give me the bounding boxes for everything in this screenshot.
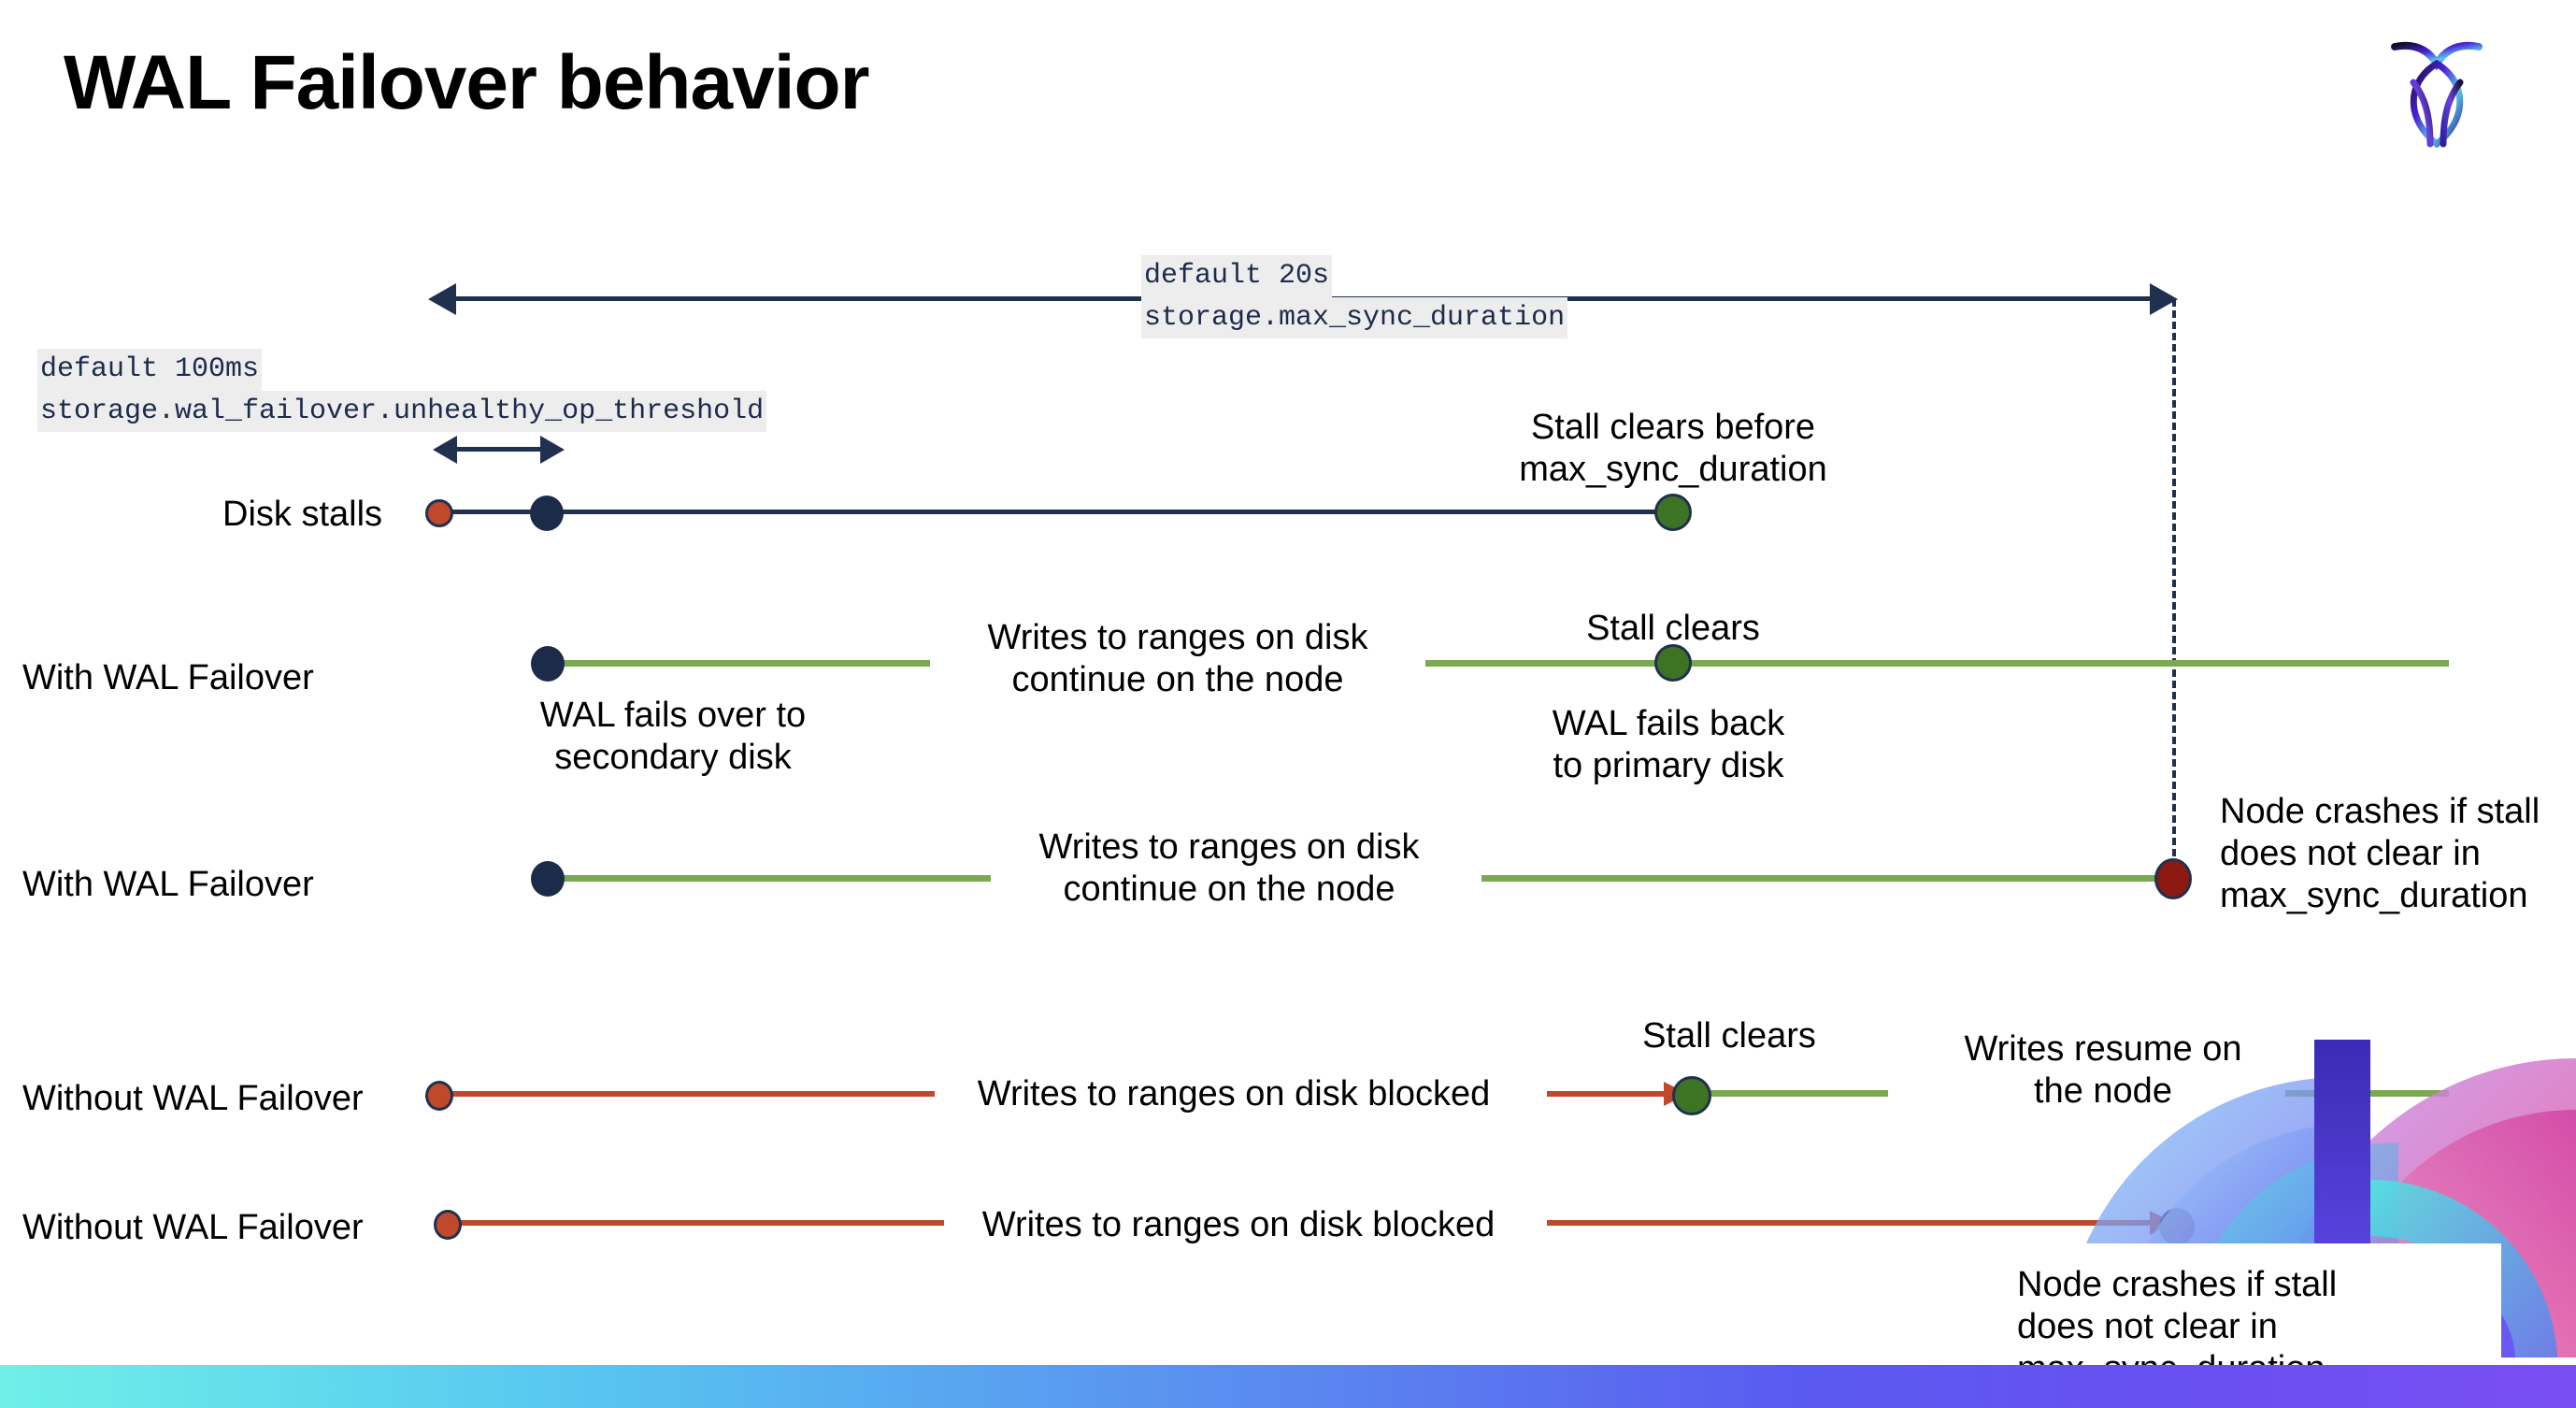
note-stall-clears-1: Stall clears — [1586, 609, 1760, 648]
note-wal-fails-back: WAL fails back to primary disk — [1552, 704, 1785, 785]
disk-stalls-failover-dot — [530, 496, 564, 531]
wowf1-arrow-line — [1547, 1091, 1678, 1097]
note-writes-resume: Writes resume on the node — [1964, 1029, 2242, 1111]
note-writes-continue-2: Writes to ranges on disk continue on the… — [1038, 827, 1420, 909]
note-stall-clears-before: Stall clears before max_sync_duration — [1519, 408, 1827, 489]
unhealthy-op-threshold-label: default 100ms storage.wal_failover.unhea… — [37, 349, 767, 433]
wwf1-line-segment-b — [1425, 660, 2449, 667]
note-writes-blocked-2: Writes to ranges on disk blocked — [981, 1205, 1496, 1244]
wwf2-line-segment-b — [1481, 875, 2178, 882]
wwf2-line-segment-a — [547, 875, 991, 882]
wwf2-failover-dot — [531, 861, 565, 897]
note-wal-fails-over: WAL fails over to secondary disk — [539, 696, 807, 777]
note-stall-clears-2: Stall clears — [1642, 1016, 1816, 1056]
max-sync-duration-label: default 20s storage.max_sync_duration — [1141, 255, 1568, 339]
row-label-disk-stalls: Disk stalls — [222, 495, 383, 534]
wowf2-arrow-line — [1547, 1220, 2178, 1226]
threshold-left-arrowhead — [433, 436, 457, 464]
row-label-without-wal-failover-1: Without WAL Failover — [22, 1079, 364, 1118]
note-node-crashes-1: Node crashes if stall does not clear in … — [2220, 792, 2540, 915]
threshold-span-line — [455, 447, 541, 452]
wowf1-line-segment-c — [2285, 1090, 2449, 1097]
wwf2-crash-dot — [2154, 858, 2192, 899]
wowf1-line-segment-a — [439, 1091, 935, 1097]
unhealthy-default-text: default 100ms — [37, 349, 263, 391]
wowf2-line-segment-a — [449, 1220, 944, 1226]
threshold-right-arrowhead — [540, 436, 565, 464]
disk-stalls-start-dot — [425, 499, 453, 527]
wwf1-stall-clear-dot — [1654, 644, 1692, 682]
disk-stalls-clear-dot — [1654, 494, 1692, 531]
bottom-gradient-bar — [0, 1365, 2576, 1408]
wowf2-start-dot — [434, 1210, 462, 1240]
cockroachdb-logo-icon — [2385, 28, 2488, 159]
note-writes-blocked-1: Writes to ranges on disk blocked — [977, 1074, 1491, 1113]
max-sync-duration-guide-line — [2172, 299, 2176, 879]
unhealthy-setting-text: storage.wal_failover.unhealthy_op_thresh… — [37, 390, 767, 433]
wowf1-start-dot — [425, 1081, 453, 1111]
page-title: WAL Failover behavior — [64, 40, 870, 125]
row-label-with-wal-failover-2: With WAL Failover — [22, 865, 314, 904]
row-label-with-wal-failover-1: With WAL Failover — [22, 658, 314, 697]
max-sync-left-arrowhead — [428, 283, 456, 315]
row-label-without-wal-failover-2: Without WAL Failover — [22, 1208, 364, 1247]
wowf1-line-segment-b — [1701, 1090, 1888, 1097]
note-writes-continue-1: Writes to ranges on disk continue on the… — [987, 618, 1368, 699]
wowf1-stall-clear-dot — [1672, 1076, 1711, 1115]
max-sync-default-text: default 20s — [1141, 255, 1333, 297]
wwf1-line-segment-a — [547, 660, 930, 667]
max-sync-setting-text: storage.max_sync_duration — [1141, 296, 1568, 339]
wwf1-failover-dot — [531, 646, 565, 682]
wowf2-crash-dot — [2159, 1208, 2195, 1245]
disk-stalls-line — [439, 510, 1673, 514]
